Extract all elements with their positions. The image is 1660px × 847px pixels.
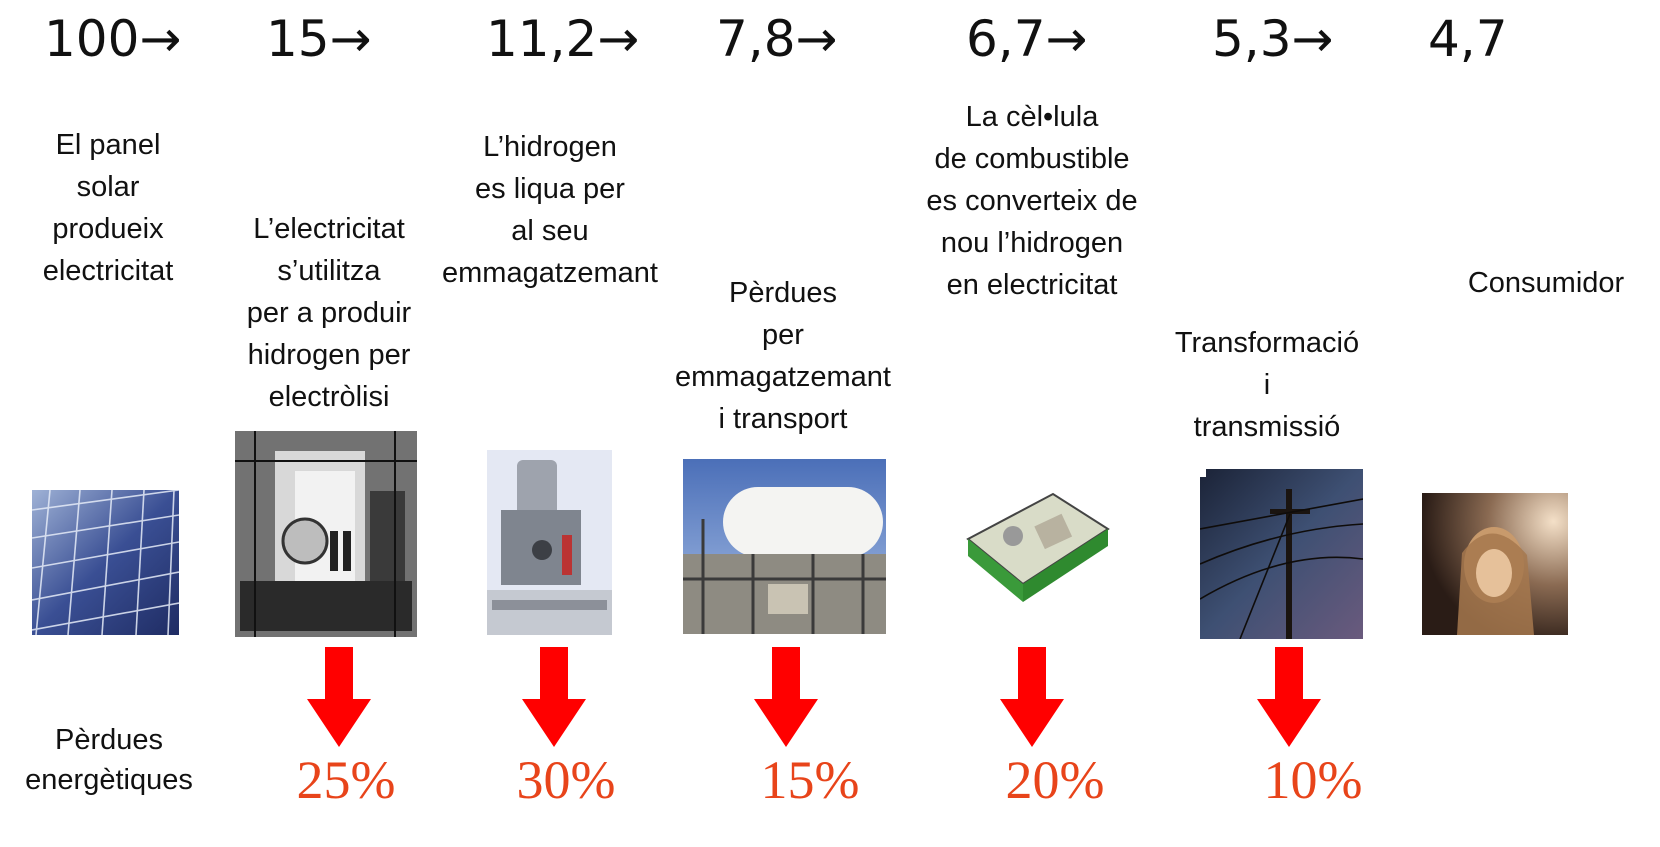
right-arrow-icon: →	[139, 10, 182, 68]
step-description-1: El panel solar produeix electricitat	[42, 129, 174, 287]
energy-losses-label: Pèrdues energètiques	[25, 724, 193, 796]
electrolysis-machine-image	[235, 431, 417, 637]
energy-value-step-4: 7,8→	[716, 10, 837, 68]
energy-value-step-5: 6,7→	[966, 10, 1087, 68]
energy-value-step-1: 100→	[44, 10, 181, 68]
loss-arrow-down-icon	[754, 647, 818, 747]
fuel-cell-image	[958, 484, 1113, 604]
right-arrow-icon: →	[1045, 10, 1088, 68]
right-arrow-icon: →	[795, 10, 838, 68]
energy-value-step-6: 5,3→	[1212, 10, 1333, 68]
loss-arrow-down-icon	[307, 647, 371, 747]
loss-percent-1: 25%	[296, 750, 396, 810]
step-description-7: Consumidor	[1467, 267, 1625, 299]
loss-arrow-down-icon	[1000, 647, 1064, 747]
loss-arrow-down-icon	[522, 647, 586, 747]
loss-arrow-down-icon	[1257, 647, 1321, 747]
step-description-3: L’hidrogen es liqua per al seu emmagatze…	[442, 131, 658, 289]
value-text: 4,7	[1428, 10, 1508, 68]
energy-value-step-3: 11,2→	[486, 10, 639, 68]
value-text: 6,7	[966, 10, 1046, 68]
loss-percent-3: 15%	[760, 750, 860, 810]
value-text: 7,8	[716, 10, 796, 68]
loss-percent-4: 20%	[1005, 750, 1105, 810]
value-text: 11,2	[486, 10, 598, 68]
step-description-4: Pèrdues per emmagatzemant i transport	[675, 277, 891, 435]
loss-percent-5: 10%	[1263, 750, 1363, 810]
energy-value-step-2: 15→	[266, 10, 372, 68]
solar-panel-image	[32, 490, 179, 635]
consumer-image	[1422, 493, 1568, 635]
value-text: 100	[44, 10, 140, 68]
step-description-2: L’electricitat s’utilitza per a produir …	[246, 213, 412, 413]
energy-value-step-7: 4,7	[1428, 10, 1508, 68]
step-description-5: La cèl•lula de combustible es converteix…	[926, 101, 1138, 301]
value-text: 5,3	[1212, 10, 1292, 68]
loss-percent-2: 30%	[516, 750, 616, 810]
liquefaction-equipment-image	[487, 450, 612, 635]
right-arrow-icon: →	[329, 10, 372, 68]
storage-tank-image	[683, 459, 886, 634]
right-arrow-icon: →	[597, 10, 640, 68]
value-text: 15	[266, 10, 330, 68]
right-arrow-icon: →	[1291, 10, 1334, 68]
power-line-image	[1200, 469, 1363, 639]
step-description-6: Transformació i transmissió	[1174, 327, 1360, 443]
